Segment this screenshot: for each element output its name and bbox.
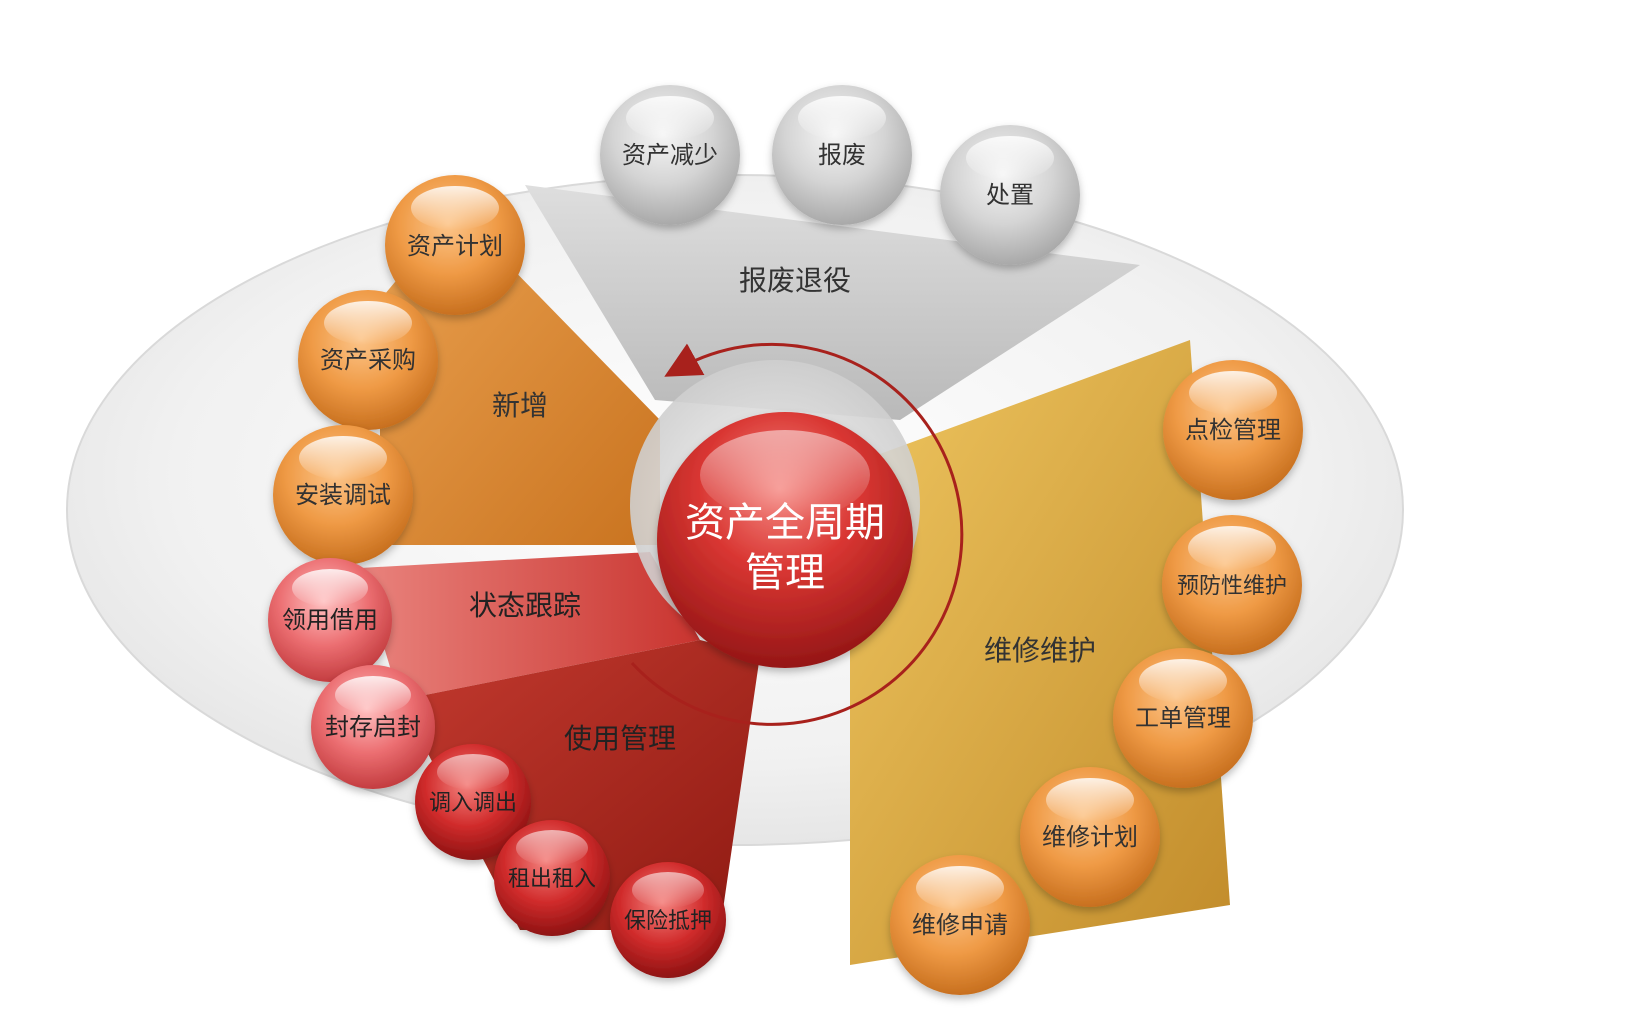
bubble-maintain-4: 维修计划 [1020, 767, 1160, 907]
segment-track [360, 552, 700, 700]
bubble-use-1: 调入调出 [415, 744, 531, 860]
bubble-label: 预防性维护 [1177, 574, 1287, 599]
bubble-maintain-3: 工单管理 [1113, 648, 1253, 788]
bubble-label: 安装调试 [295, 481, 391, 509]
segment-label-retire: 报废退役 [739, 264, 851, 297]
bubble-label: 封存启封 [325, 713, 421, 741]
bubble-label: 调入调出 [429, 791, 517, 816]
bubble-add-2: 资产采购 [298, 290, 438, 430]
segment-label-maintain: 维修维护 [984, 634, 1096, 667]
bubble-use-3: 保险抵押 [610, 862, 726, 978]
bubble-label: 领用借用 [282, 606, 378, 634]
bubble-retire-3: 处置 [940, 125, 1080, 265]
bubble-track-1: 领用借用 [268, 558, 392, 682]
bubble-add-1: 资产计划 [385, 175, 525, 315]
segment-use [400, 640, 760, 930]
bubble-maintain-2: 预防性维护 [1162, 515, 1302, 655]
bubble-label: 资产减少 [622, 141, 718, 169]
segment-label-add: 新增 [492, 389, 548, 422]
bubble-label: 维修申请 [912, 911, 1008, 939]
bubble-label: 租出租入 [508, 867, 596, 892]
bubble-maintain-5: 维修申请 [890, 855, 1030, 995]
bubble-label: 维修计划 [1042, 823, 1138, 851]
bubble-label: 处置 [986, 181, 1034, 209]
segment-label-track: 状态跟踪 [469, 589, 581, 622]
bubble-maintain-1: 点检管理 [1163, 360, 1303, 500]
bubble-retire-1: 资产减少 [600, 85, 740, 225]
cycle-arrow [630, 342, 964, 726]
bubble-label: 报废 [818, 141, 866, 169]
bubble-track-2: 封存启封 [311, 665, 435, 789]
bubble-retire-2: 报废 [772, 85, 912, 225]
bubble-label: 资产采购 [320, 346, 416, 374]
bubble-add-3: 安装调试 [273, 425, 413, 565]
center-title-line1: 资产全周期 [685, 500, 885, 546]
bubble-label: 资产计划 [407, 232, 503, 260]
bubble-label: 工单管理 [1135, 704, 1231, 732]
bubble-label: 点检管理 [1185, 416, 1281, 444]
segment-label-use: 使用管理 [564, 722, 676, 755]
center-sphere: 资产全周期 管理 [657, 412, 913, 668]
center-title-line2: 管理 [745, 550, 825, 596]
bubble-use-2: 租出租入 [494, 820, 610, 936]
bubble-label: 保险抵押 [624, 909, 712, 934]
